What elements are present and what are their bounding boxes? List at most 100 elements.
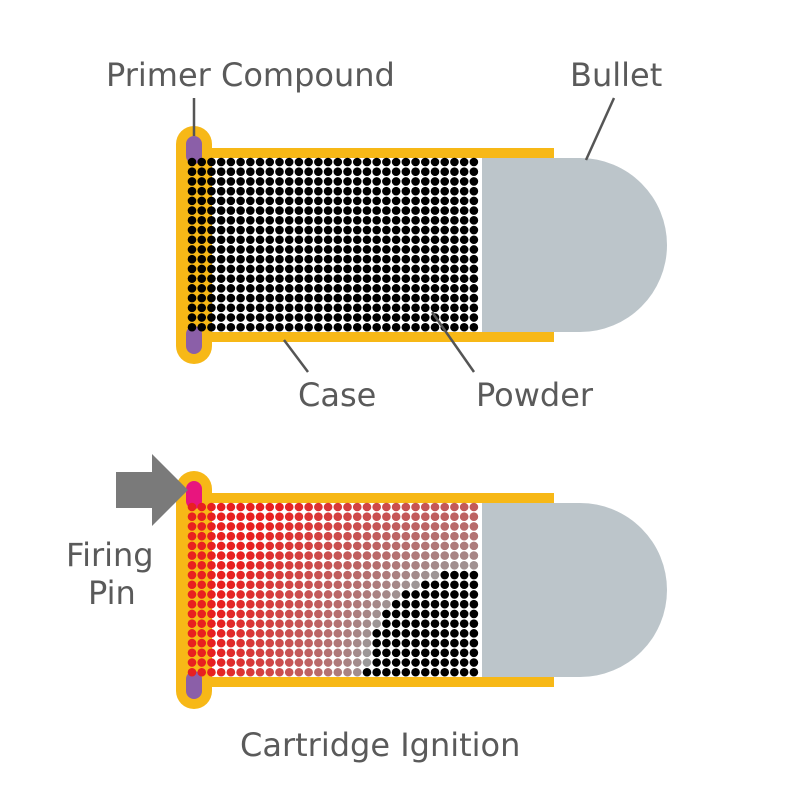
powder-grain (187, 502, 197, 512)
powder-grain (362, 284, 372, 293)
powder-grain (333, 590, 343, 599)
powder-grain (236, 303, 245, 313)
powder-grain (207, 186, 216, 196)
powder-grain (236, 609, 245, 619)
powder-grain (265, 599, 275, 609)
powder-grain (304, 206, 313, 215)
powder-grain (391, 502, 401, 512)
powder-grain (294, 186, 304, 196)
powder-grain (246, 648, 255, 658)
powder-grain (420, 629, 430, 638)
powder-grain (197, 216, 207, 225)
powder-grain (294, 609, 304, 619)
powder-grain (372, 648, 381, 658)
powder-grain (391, 206, 401, 215)
powder-grain (255, 293, 265, 303)
powder-grain (255, 245, 265, 254)
powder-grain (420, 667, 430, 677)
powder-grain (382, 512, 391, 522)
powder-grain (469, 264, 479, 274)
powder-grain (440, 157, 450, 167)
powder-grain (197, 274, 207, 283)
powder-grain (459, 186, 469, 196)
powder-grain (401, 629, 411, 638)
powder-grain (187, 599, 197, 609)
powder-grain (333, 667, 343, 677)
powder-grain (275, 541, 284, 551)
powder-grain (372, 225, 381, 235)
powder-grain (420, 522, 430, 531)
powder-grain (343, 274, 352, 283)
powder-grain (304, 293, 313, 303)
powder-grain (197, 658, 207, 667)
powder-grain (352, 561, 362, 570)
powder-grain (411, 303, 420, 313)
powder-grain (372, 293, 381, 303)
powder-grain (323, 638, 333, 648)
powder-grain (420, 648, 430, 658)
powder-grain (469, 313, 479, 322)
powder-grain (343, 502, 352, 512)
leader-lines-top (192, 97, 616, 373)
powder-grain (246, 303, 255, 313)
powder-grain (246, 284, 255, 293)
powder-grain (236, 254, 245, 264)
powder-grain (382, 245, 391, 254)
powder-grain (382, 225, 391, 235)
powder-grain (372, 522, 381, 531)
powder-grain (372, 551, 381, 560)
powder-grain (236, 206, 245, 215)
powder-grain (420, 196, 430, 206)
powder-grain (362, 619, 372, 628)
powder-grain (352, 512, 362, 522)
powder-grain (352, 648, 362, 658)
powder-grain (450, 235, 459, 245)
powder-grain (430, 599, 440, 609)
powder-grain (207, 580, 216, 590)
powder-grain (372, 264, 381, 274)
powder-grain (246, 658, 255, 667)
powder-grain (246, 502, 255, 512)
powder-grain (284, 609, 294, 619)
powder-grain (362, 580, 372, 590)
powder-grain (265, 274, 275, 283)
powder-grain (314, 293, 323, 303)
powder-grain (333, 619, 343, 628)
powder-grain (411, 225, 420, 235)
powder-grain (323, 216, 333, 225)
powder-grain (255, 177, 265, 186)
powder-grain (323, 245, 333, 254)
powder-grain (391, 658, 401, 667)
powder-grain (391, 157, 401, 167)
powder-grain (187, 590, 197, 599)
powder-grain (226, 157, 236, 167)
powder-grain (197, 177, 207, 186)
powder-grain (430, 502, 440, 512)
powder-grain (430, 225, 440, 235)
powder-grain (459, 206, 469, 215)
powder-grain (469, 609, 479, 619)
powder-grain (236, 541, 245, 551)
primer-compound-bottom-2 (186, 671, 202, 699)
powder-grain (284, 274, 294, 283)
powder-grain (323, 293, 333, 303)
powder-grain (197, 551, 207, 560)
powder-grain (391, 186, 401, 196)
powder-grain (226, 225, 236, 235)
powder-grain (362, 254, 372, 264)
powder-grain (226, 313, 236, 322)
powder-grain (226, 551, 236, 560)
powder-grain (216, 648, 226, 658)
powder-grain (216, 264, 226, 274)
powder-grain (304, 629, 313, 638)
powder-grain (207, 531, 216, 541)
powder-grain (420, 303, 430, 313)
powder-grain (372, 502, 381, 512)
powder-grain (401, 167, 411, 177)
powder-grain (459, 599, 469, 609)
powder-grain (440, 667, 450, 677)
powder-grain (187, 274, 197, 283)
powder-grain (352, 541, 362, 551)
powder-grain (450, 245, 459, 254)
